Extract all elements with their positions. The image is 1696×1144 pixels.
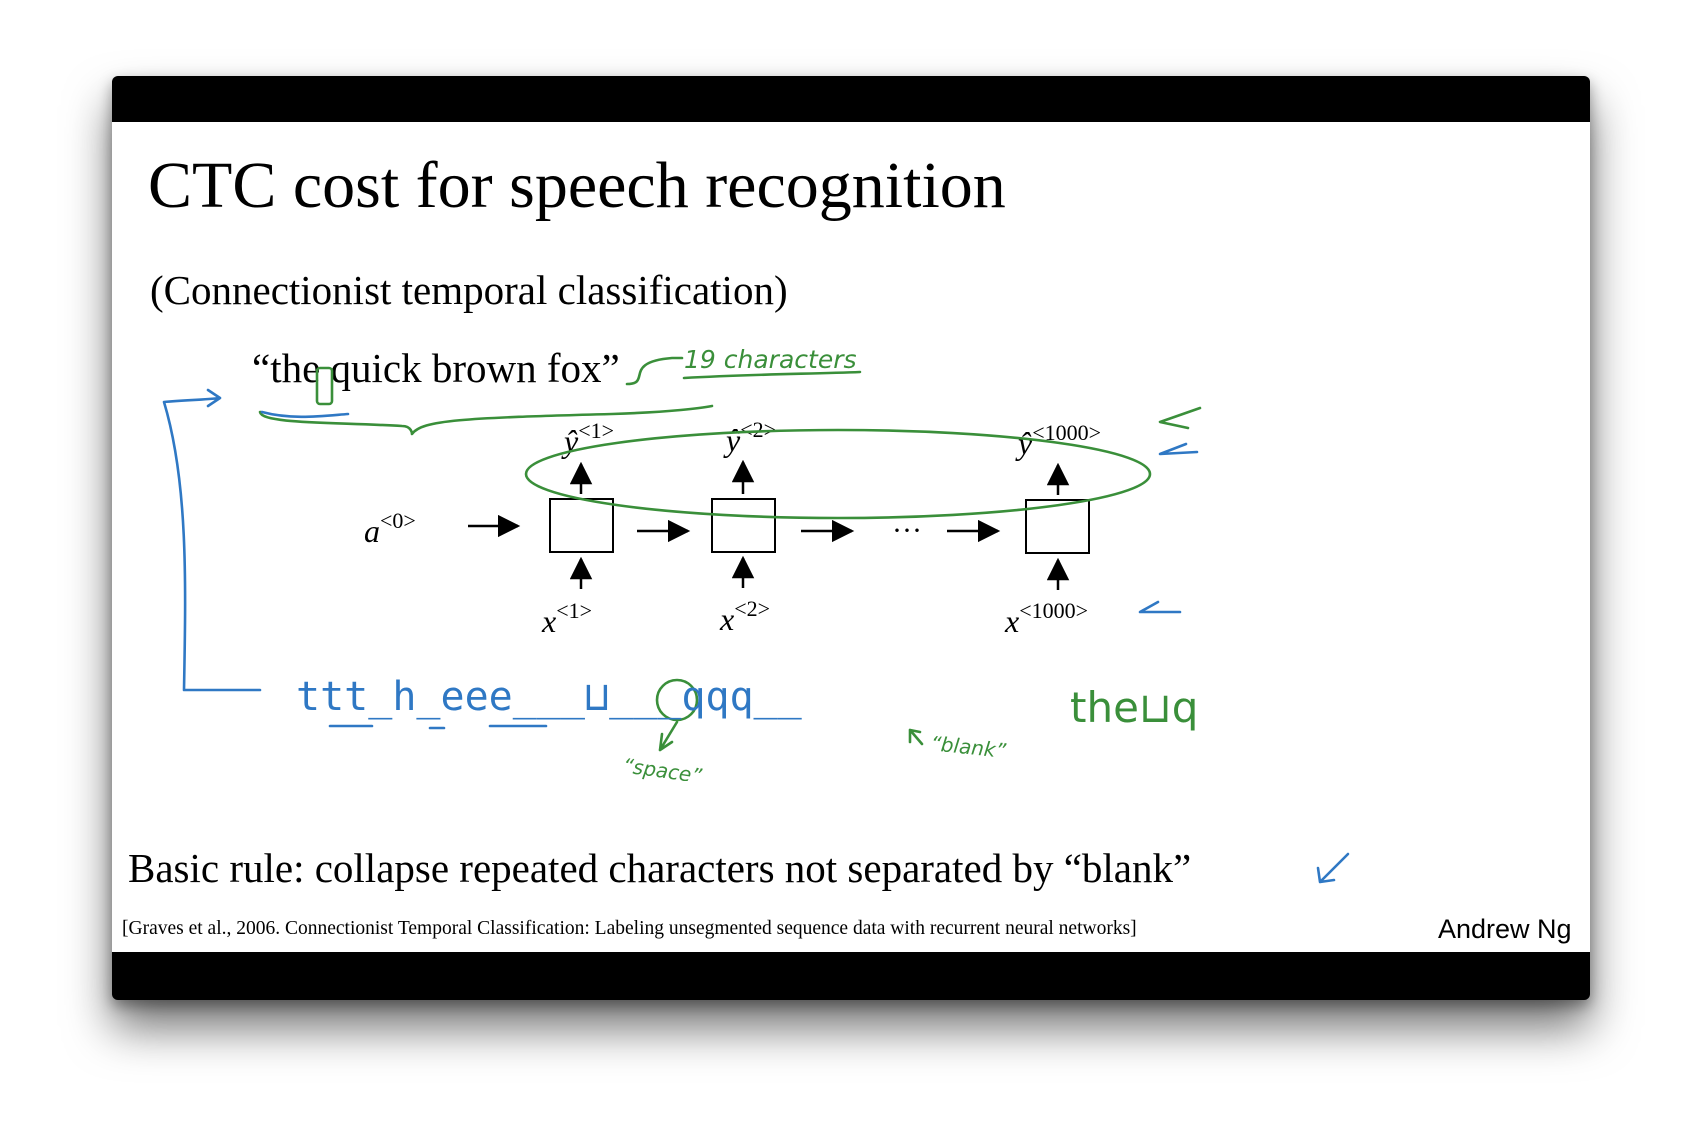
char-count-leader: [625, 356, 684, 386]
label-x1: x<1>: [541, 598, 592, 639]
lecture-slide: CTC cost for speech recognition (Connect…: [112, 122, 1590, 952]
collapsed-result: the⊔q: [1070, 683, 1198, 732]
space-box: [315, 366, 334, 406]
label-y1000: ŷ<1000>: [1015, 420, 1101, 461]
space-label: “space”: [621, 753, 704, 788]
output-group-ellipse: [524, 428, 1152, 520]
label-x1000: x<1000>: [1004, 598, 1088, 639]
ctc-output-sequence: ttt_h_eee___⊔___qqq__: [296, 674, 803, 720]
space-arrow: [658, 720, 679, 752]
blank-label: “blank”: [929, 731, 1007, 763]
sequence-underlines: [328, 724, 548, 730]
label-a0: a<0>: [364, 508, 416, 549]
char-count-label: 19 characters: [684, 345, 857, 374]
arrow-blue-inputs: [1138, 600, 1182, 614]
the-underline: [260, 410, 350, 419]
feedback-bracket: [162, 388, 262, 692]
ellipsis: ···: [892, 514, 922, 547]
arrow-green-ellipse: [1158, 406, 1202, 430]
slide-title: CTC cost for speech recognition: [148, 149, 1006, 222]
rnn-cell-1: [549, 498, 614, 553]
phrase-underbrace: [258, 404, 714, 436]
label-y2: ŷ<2>: [723, 417, 776, 458]
label-x2: x<2>: [719, 596, 770, 637]
slide-subtitle: (Connectionist temporal classification): [150, 267, 788, 313]
rnn-cell-2: [711, 498, 776, 553]
author-name: Andrew Ng: [1438, 914, 1572, 944]
arrow-blue-outputs: [1158, 442, 1199, 456]
space-circle: [655, 678, 699, 722]
blank-arrow: [908, 728, 924, 746]
rnn-diagram: a<0> ŷ<1> ŷ<2> ŷ<1000> x<1> x<2> x<1000>…: [162, 345, 1350, 884]
basic-rule-text: Basic rule: collapse repeated characters…: [128, 845, 1192, 891]
citation: [Graves et al., 2006. Connectionist Temp…: [122, 918, 1137, 939]
video-frame: CTC cost for speech recognition (Connect…: [112, 76, 1590, 1000]
arrow-blue-rule: [1316, 852, 1350, 884]
char-count-underline: [682, 370, 862, 380]
transcript-phrase: “the quick brown fox”: [252, 345, 620, 391]
rnn-cell-1000: [1025, 499, 1090, 554]
